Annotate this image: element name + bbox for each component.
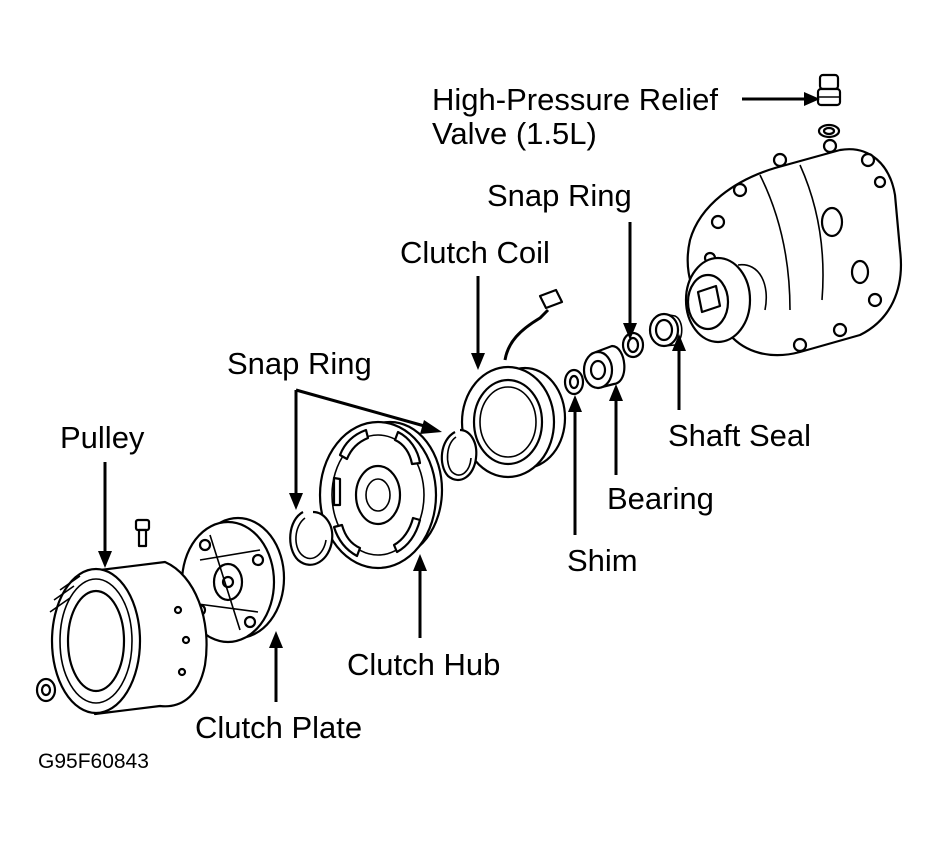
label-clutch-coil: Clutch Coil bbox=[400, 235, 550, 270]
label-shim: Shim bbox=[567, 543, 638, 578]
clutch-coil-part bbox=[460, 288, 567, 479]
shim-part bbox=[563, 368, 585, 396]
label-snap-ring-rear: Snap Ring bbox=[487, 178, 632, 213]
label-clutch-plate: Clutch Plate bbox=[195, 710, 362, 745]
leader-lines bbox=[98, 92, 820, 702]
clutch-plate-part bbox=[180, 516, 286, 644]
bearing-part bbox=[582, 344, 626, 390]
compressor-body bbox=[684, 138, 902, 357]
snap-ring-plate-part bbox=[289, 510, 334, 566]
label-relief-valve-line1: High-Pressure Relief bbox=[432, 82, 718, 117]
label-pulley: Pulley bbox=[60, 420, 145, 455]
label-clutch-hub: Clutch Hub bbox=[347, 647, 500, 682]
clutch-hub-part bbox=[318, 420, 444, 570]
snap-ring-front-part bbox=[440, 428, 478, 482]
figure-code: G95F60843 bbox=[38, 750, 149, 773]
label-bearing: Bearing bbox=[607, 481, 714, 516]
label-relief-valve-line2: Valve (1.5L) bbox=[432, 116, 597, 151]
pulley-part bbox=[35, 518, 208, 716]
label-shaft-seal: Shaft Seal bbox=[668, 418, 811, 453]
snap-ring-rear-part bbox=[621, 331, 645, 359]
high-pressure-relief-valve bbox=[816, 73, 842, 139]
label-snap-ring-front: Snap Ring bbox=[227, 346, 372, 381]
